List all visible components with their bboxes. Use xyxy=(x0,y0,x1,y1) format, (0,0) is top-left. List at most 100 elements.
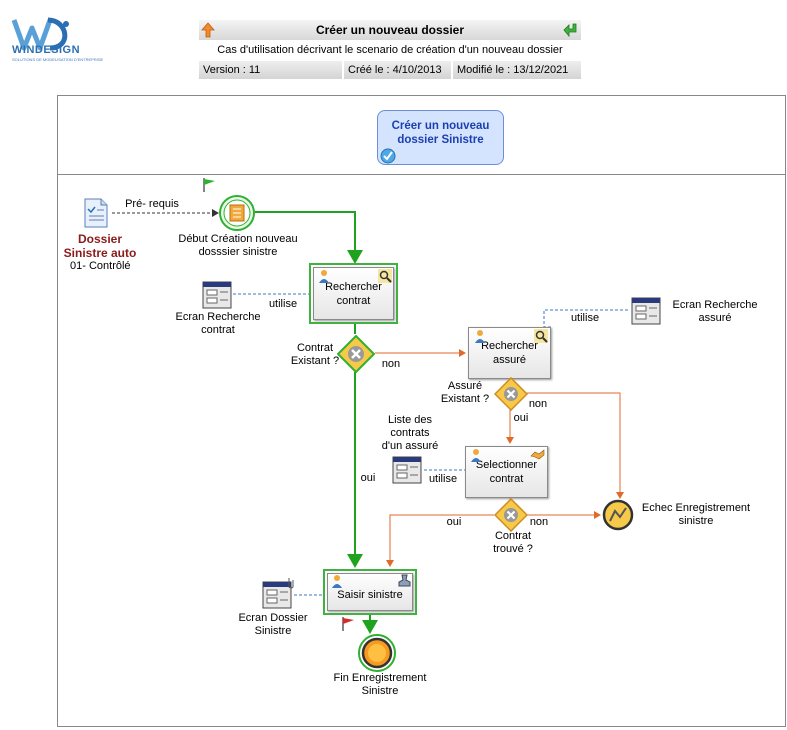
uses-label: utilise xyxy=(268,298,298,310)
screen-claim-label-line2: Sinistre xyxy=(254,625,292,637)
branch-label-non: non xyxy=(528,398,548,410)
list-contracts-line3: d'un assuré xyxy=(381,440,439,452)
flow-gw3-oui xyxy=(386,514,494,567)
user-icon xyxy=(475,330,485,343)
search-icon xyxy=(378,269,392,283)
screen-insured-label: Ecran Recherche assuré xyxy=(667,299,763,325)
flow-start-to-search xyxy=(255,211,363,264)
screen-insured-label-line2: assuré xyxy=(698,312,732,324)
gateway-contract-exists-label: Contrat Existant ? xyxy=(290,342,340,368)
task-select-contract-line1: Selectionner xyxy=(475,459,538,471)
up-arrow-icon[interactable] xyxy=(201,22,215,38)
fail-end-label: Echec Enregistrement sinistre xyxy=(636,502,756,528)
screen-contract-label-line1: Ecran Recherche xyxy=(175,311,261,323)
windesign-logo xyxy=(11,17,69,51)
prereq-label: Pré- requis xyxy=(125,198,179,210)
screen-claim-label: Ecran Dossier Sinistre xyxy=(238,612,308,638)
gateway-insured-exists-label: Assuré Existant ? xyxy=(440,380,490,406)
lane-title-box[interactable]: Créer un nouveau dossier Sinistre xyxy=(377,110,504,165)
task-select-contract-label: Selectionner contrat xyxy=(476,458,537,486)
user-icon xyxy=(332,575,342,588)
list-contracts-line1: Liste des xyxy=(387,414,433,426)
task-select-contract-line2: contrat xyxy=(489,473,524,485)
handshake-icon xyxy=(530,449,545,460)
branch-label-non: non xyxy=(529,516,549,528)
check-icon xyxy=(380,148,396,164)
start-event[interactable] xyxy=(218,194,256,232)
screen-contract-label-line2: contrat xyxy=(201,324,235,336)
start-flag-icon xyxy=(203,178,215,192)
uses-label: utilise xyxy=(570,312,600,324)
selection-highlight xyxy=(309,263,398,324)
diagram-frame xyxy=(57,95,786,727)
diagram-header: Créer un nouveau dossier Cas d'utilisati… xyxy=(199,20,581,80)
list-contracts-line2: contrats xyxy=(390,427,430,439)
screen-insured-label-line1: Ecran Recherche xyxy=(672,299,758,311)
task-search-insured-line1: Rechercher xyxy=(481,340,538,352)
prereq-document-title: Dossier Sinistre auto xyxy=(60,232,140,260)
end-event[interactable] xyxy=(357,633,397,673)
screen-contract-label: Ecran Recherche contrat xyxy=(168,311,268,337)
screen-icon[interactable] xyxy=(262,578,294,610)
gateway-exclusive-icon[interactable] xyxy=(337,335,375,373)
start-event-label-line1: Début Création nouveau xyxy=(178,233,298,245)
end-event-label: Fin Enregistrement Sinistre xyxy=(325,672,435,698)
stamp-icon xyxy=(398,574,411,587)
screen-claim-label-line1: Ecran Dossier xyxy=(238,612,308,624)
fail-end-label-line2: sinistre xyxy=(678,515,714,527)
logo-subtext: SOLUTIONS DE MODELISATION D'ENTREPRISE xyxy=(12,57,104,62)
uses-label: utilise xyxy=(428,473,458,485)
gateway-exclusive-icon[interactable] xyxy=(494,498,528,532)
created-date-field: Créé le : 4/10/2013 xyxy=(344,61,451,79)
document-icon[interactable] xyxy=(83,198,109,228)
end-event-label-line2: Sinistre xyxy=(361,685,399,697)
gateway-contract-found-label: Contrat trouvé ? xyxy=(488,530,538,556)
down-left-arrow-icon[interactable] xyxy=(563,22,579,38)
task-search-contract-line1: Rechercher xyxy=(325,280,382,293)
branch-label-oui: oui xyxy=(360,472,376,484)
error-end-event[interactable] xyxy=(602,499,634,531)
diagram-title: Créer un nouveau dossier xyxy=(199,20,581,40)
task-enter-claim-label: Saisir sinistre xyxy=(337,589,403,601)
gateway-contract-exists-line2: Existant ? xyxy=(290,355,340,367)
prereq-document-title-line2: Sinistre auto xyxy=(63,246,137,260)
branch-label-oui: oui xyxy=(446,516,462,528)
gateway-contract-found-line2: trouvé ? xyxy=(493,543,533,555)
screen-icon[interactable] xyxy=(392,455,422,485)
flow-gw2-non xyxy=(527,392,624,499)
branch-label-oui: oui xyxy=(513,412,529,424)
task-select-contract[interactable]: Selectionner contrat xyxy=(465,446,548,498)
end-event-label-line1: Fin Enregistrement xyxy=(333,672,427,684)
start-event-label-line2: dosssier sinistre xyxy=(198,246,278,258)
task-enter-claim[interactable]: Saisir sinistre xyxy=(327,573,413,611)
user-icon xyxy=(319,270,329,283)
modified-date-field: Modifié le : 13/12/2021 xyxy=(453,61,581,79)
screen-icon[interactable] xyxy=(631,296,661,326)
fail-end-label-line1: Echec Enregistrement xyxy=(641,502,751,514)
selection-highlight xyxy=(323,569,417,615)
screen-icon[interactable] xyxy=(202,280,232,310)
version-field: Version : 11 xyxy=(199,61,342,79)
start-event-label: Début Création nouveau dosssier sinistre xyxy=(168,233,308,259)
end-flag-icon xyxy=(342,617,354,631)
task-search-insured-line2: assuré xyxy=(492,354,526,366)
gateway-exclusive-icon[interactable] xyxy=(494,377,528,411)
prereq-document-state: 01- Contrôlé xyxy=(70,260,131,272)
branch-label-non: non xyxy=(381,358,401,370)
lane-title-text: Créer un nouveau dossier Sinistre xyxy=(391,120,490,146)
gateway-contract-exists-line1: Contrat xyxy=(296,342,334,354)
gateway-insured-exists-line1: Assuré xyxy=(447,380,483,392)
gateway-insured-exists-line2: Existant ? xyxy=(440,393,490,405)
logo-text: WINDESIGN xyxy=(12,44,81,56)
task-search-insured-label: Rechercher assuré xyxy=(481,339,538,367)
assoc-screen-insured xyxy=(543,309,630,328)
task-search-contract-line2: contrat xyxy=(336,294,371,307)
list-contracts-label: Liste des contrats d'un assuré xyxy=(380,414,440,453)
gateway-contract-found-line1: Contrat xyxy=(494,530,532,542)
user-icon xyxy=(471,449,481,462)
lane-divider xyxy=(57,174,786,175)
prereq-document-title-line1: Dossier xyxy=(77,232,123,246)
diagram-subtitle: Cas d'utilisation décrivant le scenario … xyxy=(217,44,563,56)
